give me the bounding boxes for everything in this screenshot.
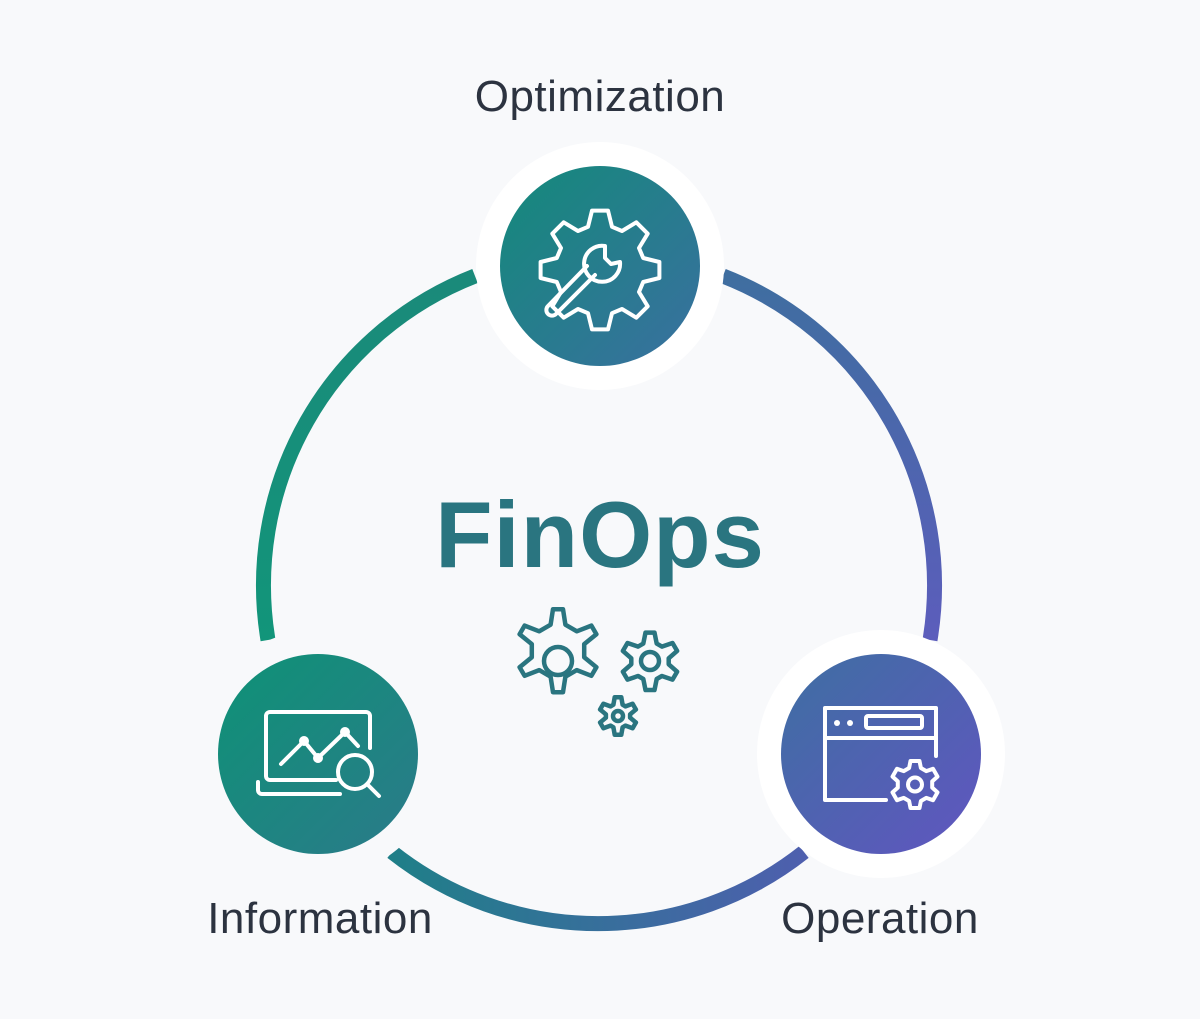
cycle-arc-right [720, 269, 942, 642]
optimization-label: Optimization [474, 72, 726, 121]
diagram-title: FinOps [435, 482, 765, 587]
operation-label: Operation [781, 894, 979, 943]
monitor-chart-search-icon [256, 710, 381, 798]
information-node [194, 630, 442, 878]
gears-icon [517, 606, 680, 737]
gear-wrench-icon [538, 208, 662, 332]
cycle-arc-left [256, 269, 478, 642]
operation-node [757, 630, 1005, 878]
browser-window-gear-icon [823, 706, 940, 810]
information-label: Information [207, 894, 433, 943]
cycle-arc-bottom [387, 846, 809, 932]
optimization-node [476, 142, 724, 390]
